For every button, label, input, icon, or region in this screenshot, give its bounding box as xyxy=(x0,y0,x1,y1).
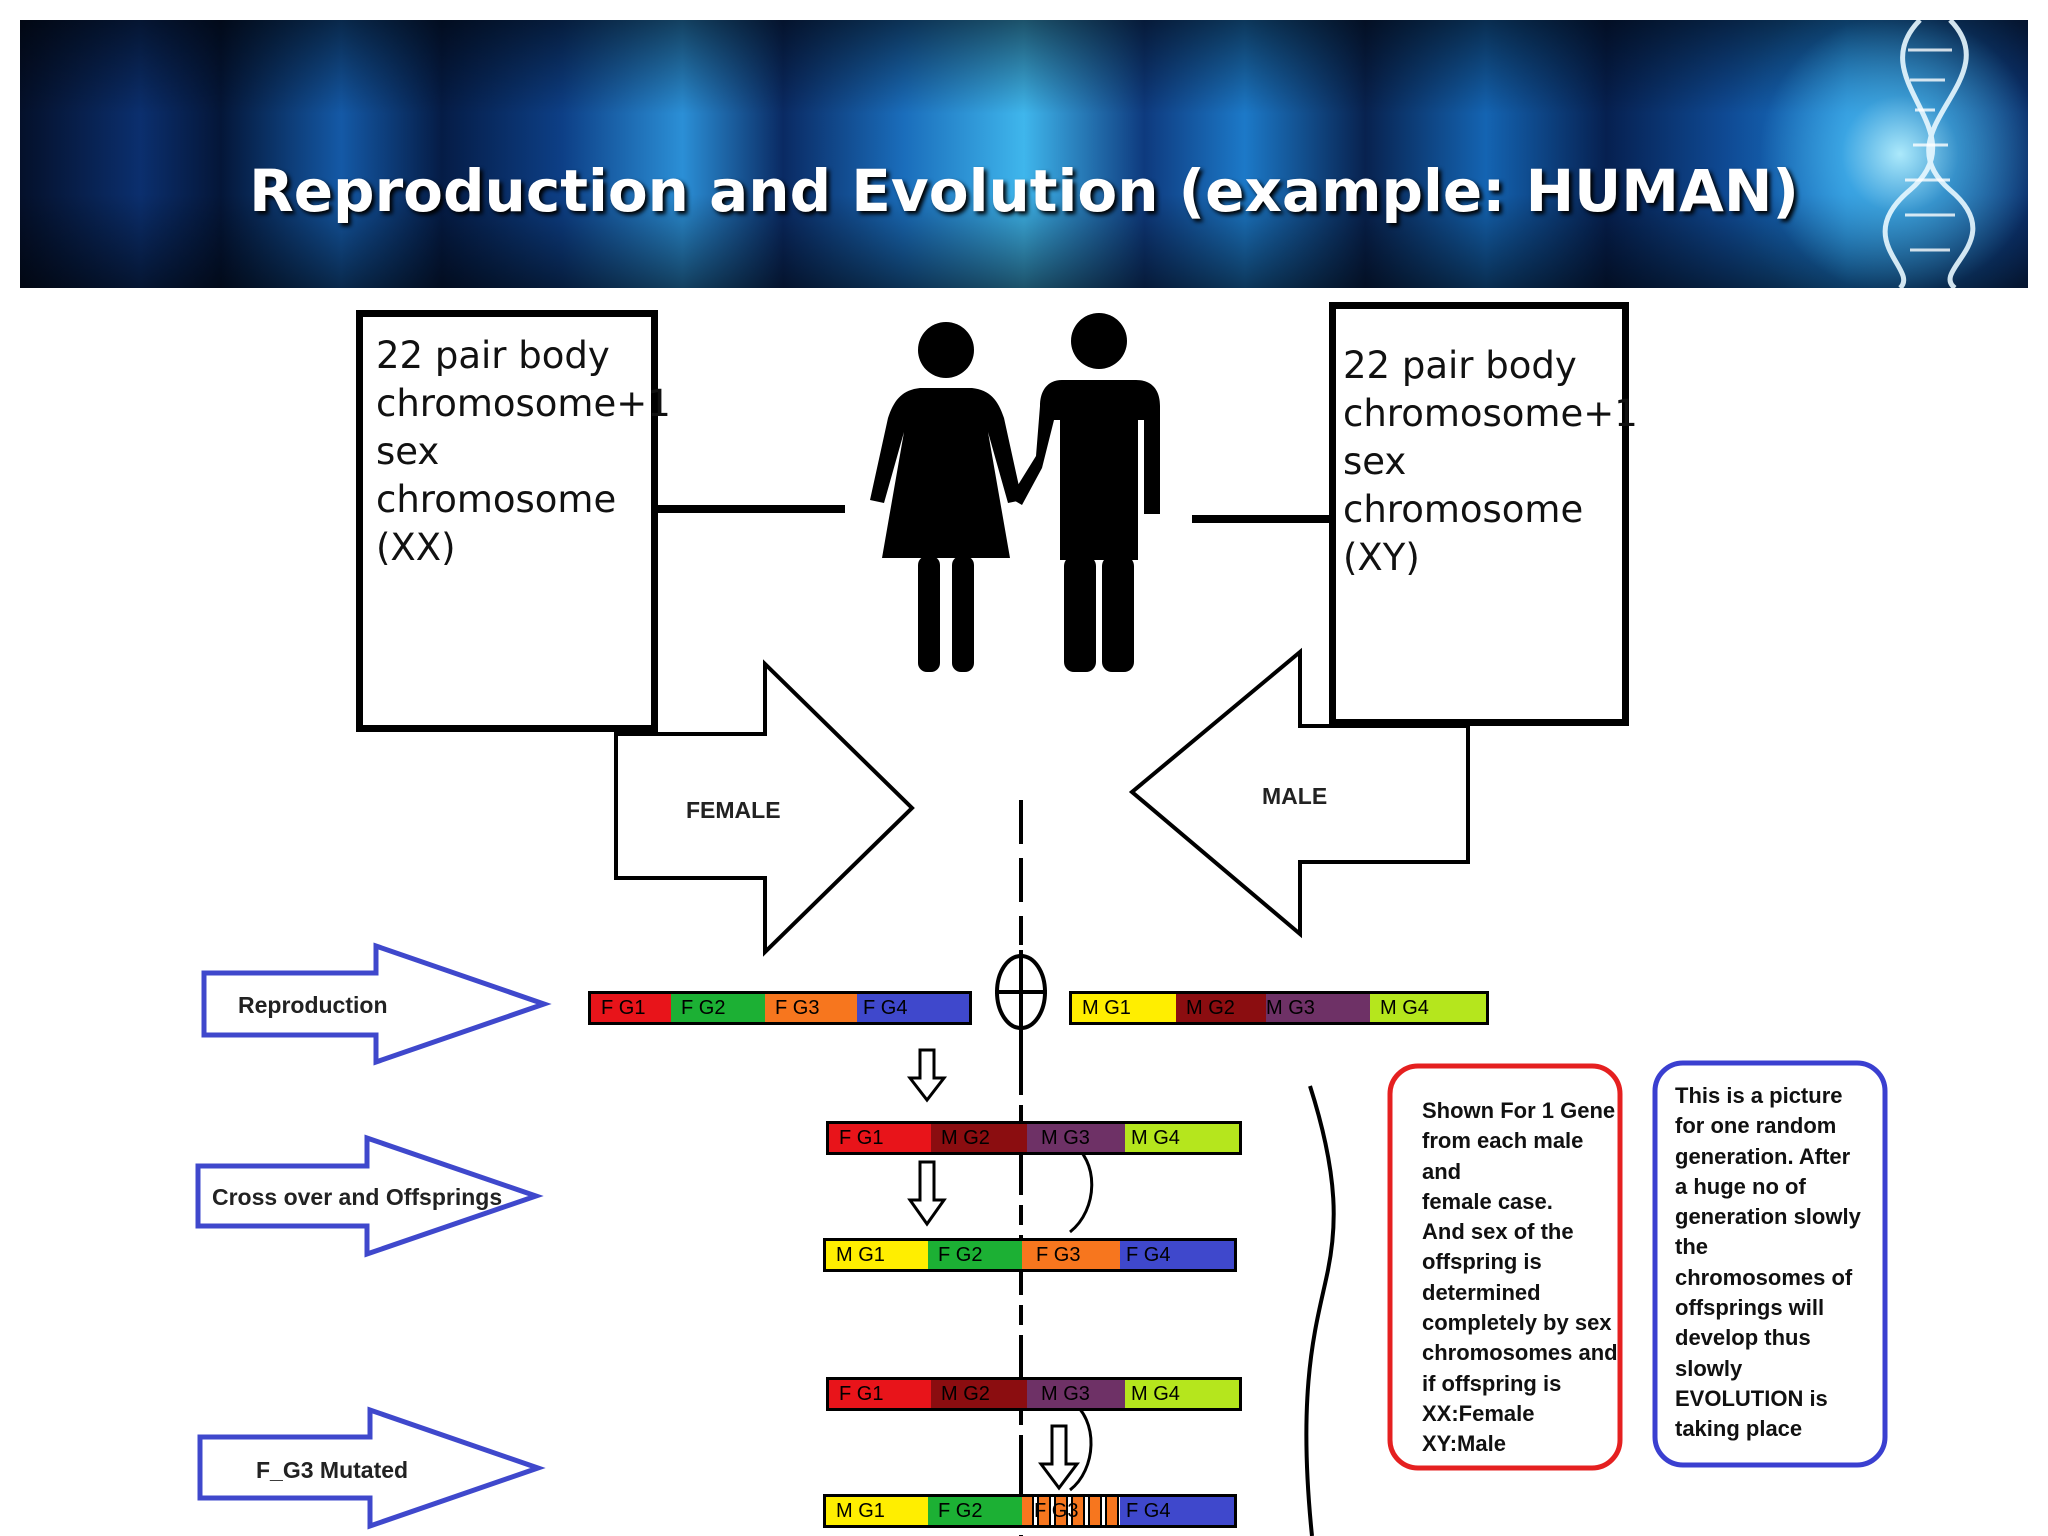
gene-segment: M G3 xyxy=(1027,1124,1125,1152)
down-arrow-icon xyxy=(906,1048,948,1103)
dna-helix-icon xyxy=(1882,20,1976,288)
male-chromosome-box xyxy=(1329,302,1629,726)
crossover-curve xyxy=(1069,1398,1093,1492)
gene-segment: M G1 xyxy=(826,1497,928,1525)
evolution-note-text: This is a picture for one random generat… xyxy=(1675,1083,1861,1442)
mutated-offspring-chromosome-bar: M G1 F G2 F G3 F G4 xyxy=(823,1494,1237,1528)
gene-segment: M G1 xyxy=(1072,994,1176,1022)
gene-segment: M G3 xyxy=(1266,994,1370,1022)
header-banner: Reproduction and Evolution (example: HUM… xyxy=(20,20,2028,288)
gene-segment: M G2 xyxy=(1176,994,1266,1022)
offspring-chromosome-bar: F G1 M G2 M G3 M G4 xyxy=(826,1377,1242,1411)
gene-segment: F G1 xyxy=(829,1380,931,1408)
crossover-label: Cross over and Offsprings xyxy=(212,1184,503,1210)
male-chromosome-bar: M G1 M G2 M G3 M G4 xyxy=(1069,991,1489,1025)
female-chromosome-box xyxy=(356,310,658,732)
gene-segment: M G2 xyxy=(931,1380,1027,1408)
gene-segment: M G4 xyxy=(1125,1380,1239,1408)
gene-segment: M G2 xyxy=(931,1124,1027,1152)
female-arrow-label: FEMALE xyxy=(686,797,781,823)
gene-segment: F G2 xyxy=(671,994,765,1022)
mutated-label: F_G3 Mutated xyxy=(256,1457,409,1483)
note-box-blue-border xyxy=(1652,1060,1888,1468)
gene-segment: F G4 xyxy=(857,994,969,1022)
down-arrow-icon xyxy=(907,1160,947,1227)
gene-segment: F G2 xyxy=(928,1497,1022,1525)
offspring-chromosome-bar: M G1 F G2 F G3 F G4 xyxy=(823,1238,1237,1272)
female-chromosome-text: 22 pair body chromosome+1 sex chromosome… xyxy=(376,334,671,569)
gene-segment: F G4 xyxy=(1120,1241,1234,1269)
female-chromosome-bar: F G1 F G2 F G3 F G4 xyxy=(588,991,972,1025)
mutated-gene-segment: F G3 xyxy=(1022,1497,1120,1525)
gene-segment: F G3 xyxy=(1022,1241,1120,1269)
gene-segment: F G1 xyxy=(829,1124,931,1152)
male-arrow-label: MALE xyxy=(1262,783,1328,809)
gene-segment: M G1 xyxy=(826,1241,928,1269)
gene-segment: M G4 xyxy=(1125,1124,1239,1152)
reproduction-arrow xyxy=(201,942,552,1066)
gene-segment: F G2 xyxy=(928,1241,1022,1269)
gene-segment: F G1 xyxy=(591,994,671,1022)
crossover-arrow xyxy=(195,1134,544,1258)
dna-helix-image xyxy=(1708,20,2028,288)
male-chromosome-text: 22 pair body chromosome+1 sex chromosome… xyxy=(1343,344,1638,579)
crossover-curve xyxy=(1069,1140,1094,1234)
female-arrow xyxy=(614,659,915,957)
gene-note-text: Shown For 1 Gene from each male and fema… xyxy=(1422,1098,1618,1457)
generation-bracket xyxy=(1304,1085,1336,1536)
mutated-arrow xyxy=(197,1406,546,1530)
male-arrow xyxy=(1128,647,1470,939)
female-person-icon xyxy=(870,322,1022,672)
gene-segment: F G4 xyxy=(1120,1497,1234,1525)
page-title: Reproduction and Evolution (example: HUM… xyxy=(249,157,1799,225)
male-person-icon xyxy=(1010,313,1160,672)
gene-segment: M G3 xyxy=(1027,1380,1125,1408)
reproduction-label: Reproduction xyxy=(238,992,388,1018)
gene-segment: F G3 xyxy=(765,994,857,1022)
crossover-symbol xyxy=(995,950,1047,1035)
gene-segment: M G4 xyxy=(1370,994,1486,1022)
offspring-chromosome-bar: F G1 M G2 M G3 M G4 xyxy=(826,1121,1242,1155)
banner-shading xyxy=(20,20,2028,288)
down-arrow-icon xyxy=(1038,1424,1080,1491)
note-box-red-border xyxy=(1387,1063,1623,1471)
